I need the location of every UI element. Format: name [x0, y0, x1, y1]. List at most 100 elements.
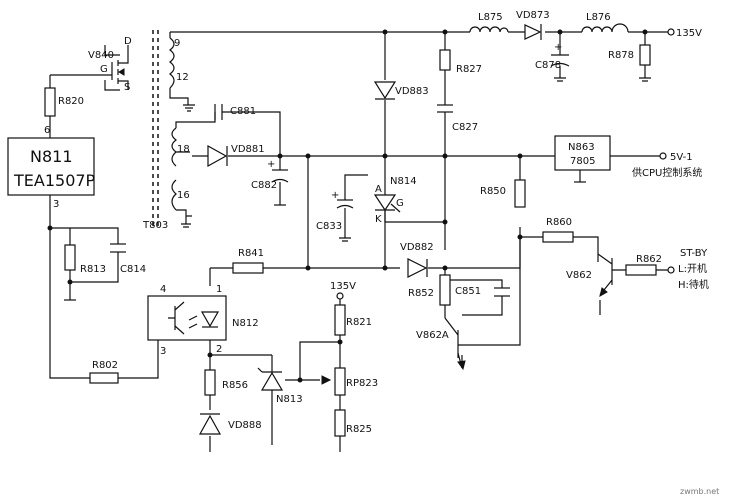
- v135-bot-label: 135V: [330, 281, 356, 292]
- r860-label: R860: [546, 217, 572, 228]
- pin4-label: 4: [160, 284, 166, 295]
- junctions: [47, 29, 648, 383]
- gate-label: G: [396, 198, 404, 209]
- thyristor-n814: [373, 194, 401, 213]
- wires: [49, 31, 668, 452]
- t9-label: 9: [174, 38, 180, 49]
- mosfet-v840: [111, 45, 129, 90]
- r820-label: R820: [58, 96, 84, 107]
- stby-label: ST-BY: [680, 248, 708, 259]
- r821-label: R821: [346, 317, 372, 328]
- r813-label: R813: [80, 264, 106, 275]
- svg-text:+: +: [554, 42, 562, 53]
- ic-n811: [7, 137, 95, 196]
- r802-label: R802: [92, 360, 118, 371]
- resistor-r813: [64, 244, 76, 271]
- v862-label: V862: [566, 270, 592, 281]
- v5-label: 5V-1: [670, 152, 693, 163]
- v135-top-label: 135V: [676, 28, 702, 39]
- capacitor-c833: +: [331, 190, 354, 242]
- capacitor-c882: +: [267, 159, 289, 206]
- resistor-r878: [639, 44, 651, 66]
- transformer-t803: 9 12 18 16 T803: [142, 30, 195, 231]
- transistor-v862a: [444, 317, 470, 371]
- regulator-n813: [257, 367, 284, 391]
- resistor-r825: [334, 409, 346, 437]
- resistor-r802: [89, 372, 119, 384]
- resistor-r860: [542, 231, 574, 243]
- vd881-label: VD881: [231, 144, 265, 155]
- rp823-label: RP823: [346, 378, 378, 389]
- resistor-r820: [44, 87, 56, 117]
- diode-vd882: [407, 258, 428, 278]
- opto-transistor: [168, 301, 185, 335]
- diode-vd888: [198, 413, 222, 435]
- opto-led: [188, 311, 220, 329]
- vd873-label: VD873: [516, 10, 550, 21]
- diode-vd881: [207, 144, 228, 168]
- anode-label: A: [375, 184, 382, 195]
- c851-label: C851: [455, 286, 481, 297]
- vd883-label: VD883: [395, 86, 429, 97]
- r850-label: R850: [480, 186, 506, 197]
- resistor-r862: [625, 264, 657, 276]
- r862-label: R862: [636, 254, 662, 265]
- r841-label: R841: [238, 248, 264, 259]
- t16-label: 16: [177, 190, 190, 201]
- capacitor-c881: [214, 104, 223, 120]
- l876-label: L876: [586, 12, 611, 23]
- r856-label: R856: [222, 380, 248, 391]
- n863-label: N863: [568, 142, 595, 153]
- potentiometer-rp823: [334, 367, 346, 396]
- diode-vd883: [373, 81, 397, 100]
- n814-label: N814: [390, 176, 417, 187]
- c881-label: C881: [230, 106, 256, 117]
- c833-label: C833: [316, 221, 342, 232]
- cpu-label: 供CPU控制系统: [632, 166, 702, 179]
- n812-label: N812: [232, 318, 259, 329]
- tea-label: TEA1507P: [13, 171, 96, 190]
- c882-label: C882: [251, 180, 277, 191]
- vd882-label: VD882: [400, 242, 434, 253]
- watermark: zwmb.net: [680, 487, 719, 496]
- resistor-r856: [204, 369, 216, 396]
- l875-label: L875: [478, 12, 503, 23]
- pin2-label: 2: [216, 344, 222, 355]
- vd888-label: VD888: [228, 420, 262, 431]
- r825-label: R825: [346, 424, 372, 435]
- capacitor-c851: [494, 287, 510, 297]
- transistor-v862: [597, 253, 613, 298]
- r827-label: R827: [456, 64, 482, 75]
- pin3-opto-label: 3: [160, 346, 166, 357]
- capacitor-c878: +: [550, 42, 570, 82]
- r878-label: R878: [608, 50, 634, 61]
- t803-label: T803: [142, 220, 168, 231]
- n813-label: N813: [276, 394, 303, 405]
- pin3-label: 3: [53, 199, 59, 210]
- svg-text:+: +: [267, 159, 275, 170]
- resistor-r821: [334, 304, 346, 336]
- v862a-label: V862A: [416, 330, 449, 341]
- resistor-r850: [514, 179, 526, 208]
- resistor-r841: [232, 262, 264, 274]
- c827-label: C827: [452, 122, 478, 133]
- drain-label: D: [124, 36, 132, 47]
- cathode-label: K: [375, 214, 382, 225]
- pin1-label: 1: [216, 284, 222, 295]
- resistor-r827: [439, 49, 451, 71]
- c878-label: C878: [535, 60, 561, 71]
- diode-vd873: [524, 24, 542, 40]
- inductor-l875: [469, 26, 509, 33]
- t12-label: 12: [176, 72, 189, 83]
- pin6-label: 6: [44, 125, 50, 136]
- capacitor-c827: [437, 104, 453, 113]
- v840-label: V840: [88, 50, 114, 61]
- n811-label: N811: [30, 147, 73, 166]
- resistor-r852: [439, 274, 451, 306]
- t18-label: 18: [177, 144, 190, 155]
- inductor-l876: [581, 23, 629, 33]
- ic7805-label: 7805: [570, 156, 595, 167]
- svg-text:+: +: [331, 190, 339, 201]
- source-label: S: [124, 82, 130, 93]
